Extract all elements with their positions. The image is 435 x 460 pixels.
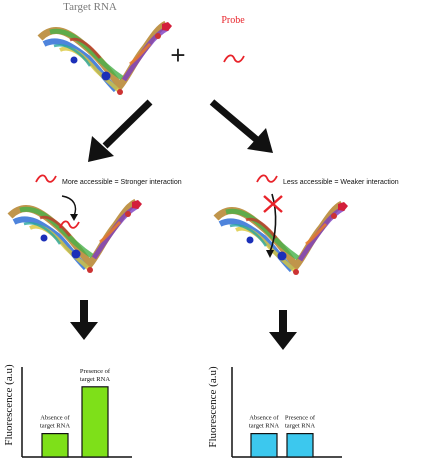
- y-axis-label-right: Fluorescence (a.u): [207, 366, 219, 448]
- bar-left-1: [81, 386, 109, 458]
- bound-probe-icon: [59, 220, 80, 229]
- probe-squiggle-icon-left: [35, 174, 57, 183]
- blocked-arrowhead-icon: [266, 250, 274, 258]
- plus-sign: +: [170, 40, 185, 70]
- rna-structure-icon-right: [216, 202, 348, 275]
- bar-right-0: [250, 433, 278, 458]
- probe-squiggle-icon: [223, 54, 245, 63]
- less-accessible-label: Less accessible = Weaker interaction: [283, 179, 399, 186]
- bar-left-0: [41, 433, 69, 458]
- binding-arrowhead-icon: [70, 214, 78, 221]
- bar-right-1: [286, 433, 314, 458]
- target-rna-structure-icon: [40, 22, 172, 95]
- left-diagonal-arrow-icon: [88, 99, 153, 162]
- blocked-arrow-icon: [269, 193, 277, 253]
- down-arrow-icon-right: [269, 310, 297, 350]
- more-accessible-label: More accessible = Stronger interaction: [62, 179, 182, 186]
- right-diagonal-arrow-icon: [209, 99, 273, 153]
- block-x-icon: [263, 195, 283, 213]
- probe-label: Probe: [221, 15, 245, 26]
- binding-arrow-icon: [61, 195, 77, 217]
- down-arrow-icon-left: [70, 300, 98, 340]
- y-axis-label-left: Fluorescence (a.u): [3, 364, 15, 446]
- target-rna-label: Target RNA: [63, 1, 117, 13]
- probe-squiggle-icon-right: [256, 174, 278, 183]
